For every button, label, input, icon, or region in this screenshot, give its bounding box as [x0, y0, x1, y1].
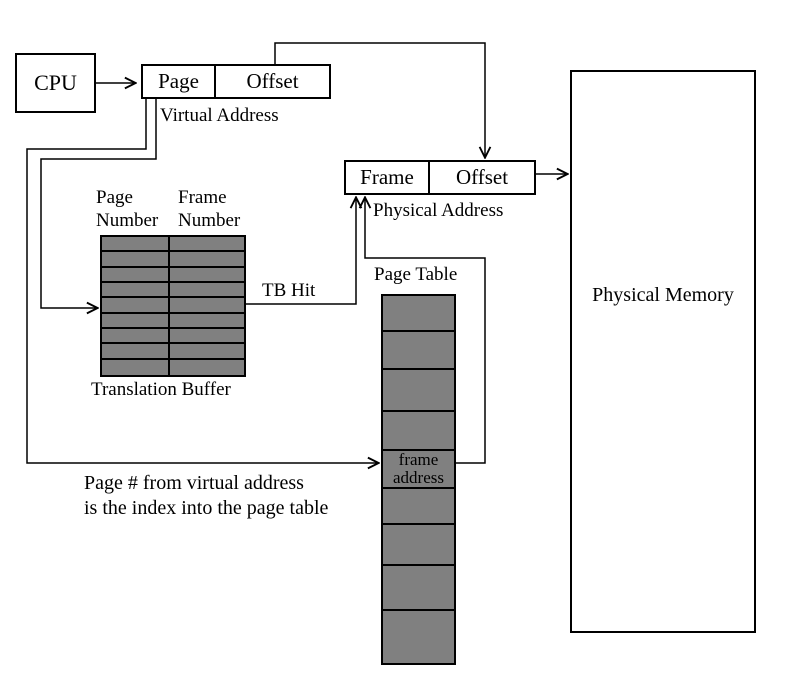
tlb-cell — [102, 252, 170, 268]
tlb-cell — [102, 237, 170, 253]
page-table-cell — [383, 296, 454, 332]
page-table-cell — [383, 566, 454, 611]
translation-buffer-table — [100, 235, 246, 377]
page-table-caption: Page Table — [374, 264, 458, 285]
physical-address-caption: Physical Address — [373, 200, 504, 221]
tlb-cell — [102, 344, 170, 360]
page-table-cell — [383, 525, 454, 566]
annotation-line-2: is the index into the page table — [84, 497, 329, 519]
page-table: frame address — [381, 294, 456, 665]
tlb-cell — [102, 267, 170, 283]
cpu-label: CPU — [34, 70, 77, 95]
tlb-cell — [102, 359, 170, 375]
tlb-cell — [170, 314, 244, 329]
cpu-box: CPU — [15, 53, 96, 113]
tlb-cell — [170, 252, 244, 268]
tlb-cell — [170, 283, 244, 299]
virtual-address-caption: Virtual Address — [160, 105, 279, 126]
tlb-cell — [170, 329, 244, 345]
page-table-frame-address-cell: frame address — [383, 451, 454, 489]
tlb-cell — [170, 268, 244, 283]
tlb-cell — [102, 313, 170, 329]
page-table-cell — [383, 370, 454, 412]
tlb-cell — [170, 237, 244, 253]
tlb-cell — [170, 298, 244, 314]
tlb-cell — [102, 282, 170, 299]
physical-memory-label: Physical Memory — [592, 284, 734, 306]
tb-hit-label: TB Hit — [262, 280, 316, 301]
physical-address-box: Frame Offset — [344, 160, 536, 195]
page-table-cell — [383, 489, 454, 525]
physical-address-offset-field: Offset — [455, 165, 509, 189]
translation-buffer-caption: Translation Buffer — [91, 379, 231, 400]
virtual-address-box: Page Offset — [141, 64, 331, 99]
tlb-page-number-header: Page Number — [96, 187, 159, 231]
physical-address-frame-field: Frame — [346, 162, 430, 193]
tlb-frame-number-header: Frame Number — [178, 187, 241, 231]
tlb-cell — [170, 344, 244, 360]
tlb-cell — [102, 298, 170, 314]
page-table-cell — [383, 412, 454, 451]
wire-offset-to-physical-address — [274, 42, 485, 157]
annotation-line-1: Page # from virtual address — [84, 472, 304, 494]
virtual-address-page-field: Page — [143, 66, 216, 97]
page-table-cell — [383, 332, 454, 370]
page-table-annotation: Page # from virtual address is the index… — [84, 471, 328, 521]
virtual-address-offset-field: Offset — [246, 69, 299, 93]
physical-memory-box: Physical Memory — [570, 70, 756, 633]
tlb-cell — [102, 328, 170, 345]
page-table-cell — [383, 611, 454, 663]
tlb-cell — [170, 360, 244, 375]
